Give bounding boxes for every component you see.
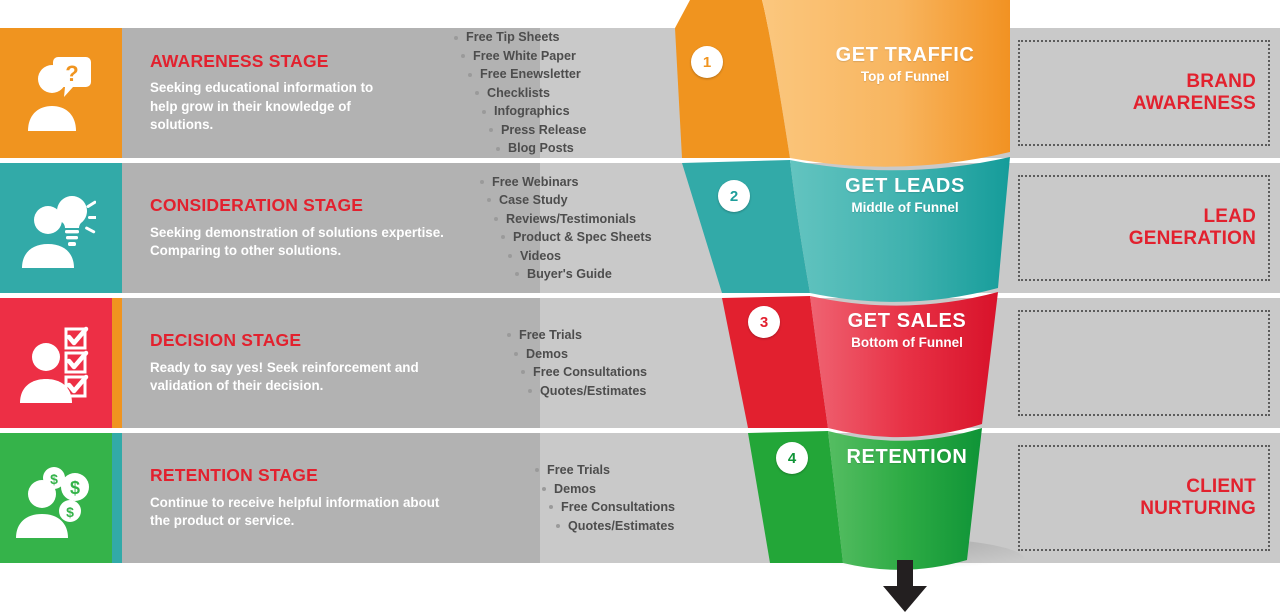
- down-arrow-icon: [883, 560, 927, 612]
- bullet-item: Reviews/Testimonials: [492, 210, 708, 229]
- dotted-border: [1018, 40, 1270, 146]
- awareness-edge-strip: [112, 28, 122, 158]
- stage-description: Seeking educational information to help …: [150, 80, 374, 132]
- dotted-border: [1018, 175, 1270, 281]
- decision-edge-strip: [112, 298, 122, 428]
- bullet-item: Quotes/Estimates: [554, 517, 763, 536]
- funnel-caption-sales: GET SALES Bottom of Funnel: [787, 310, 1027, 350]
- bullet-item: Product & Spec Sheets: [499, 228, 708, 247]
- funnel-title: RETENTION: [846, 446, 968, 468]
- retention-text-cell: RETENTION STAGE Continue to receive help…: [122, 433, 542, 563]
- bullet-item: Free Trials: [505, 326, 735, 345]
- bullet-item: Free Tip Sheets: [452, 28, 682, 47]
- dotted-border: [1018, 445, 1270, 551]
- funnel-step-badge-1: 1: [691, 46, 723, 78]
- bullet-item: Checklists: [473, 84, 682, 103]
- person-lightbulb-icon: [22, 196, 96, 268]
- retention-icon-cell: $ $ $: [0, 433, 112, 563]
- outcome-empty: [1000, 298, 1280, 428]
- bullet-item: Blog Posts: [494, 139, 682, 158]
- funnel-caption-traffic: GET TRAFFIC Top of Funnel: [785, 44, 1025, 84]
- funnel-subtitle: Bottom of Funnel: [851, 335, 963, 350]
- decision-icon-cell: [0, 298, 112, 428]
- stage-title: AWARENESS STAGE: [150, 51, 329, 72]
- consideration-icon-cell: [0, 163, 112, 293]
- svg-text:$: $: [66, 504, 74, 520]
- dotted-border: [1018, 310, 1270, 416]
- stage-row-decision: DECISION STAGE Ready to say yes! Seek re…: [0, 298, 1280, 428]
- funnel-subtitle: Middle of Funnel: [851, 200, 959, 215]
- funnel-title: GET SALES: [847, 310, 967, 332]
- bullet-item: Free White Paper: [459, 47, 682, 66]
- decision-text-cell: DECISION STAGE Ready to say yes! Seek re…: [122, 298, 522, 428]
- bullet-item: Free Trials: [533, 461, 763, 480]
- funnel-title: GET TRAFFIC: [835, 44, 975, 66]
- funnel-step-badge-3: 3: [748, 306, 780, 338]
- stage-title: RETENTION STAGE: [150, 465, 318, 486]
- consideration-text-cell: CONSIDERATION STAGE Seeking demonstratio…: [122, 163, 522, 293]
- stage-description: Continue to receive helpful information …: [150, 494, 440, 528]
- consideration-edge-strip: [112, 163, 122, 293]
- funnel-step-badge-2: 2: [718, 180, 750, 212]
- retention-edge-strip: [112, 433, 122, 563]
- awareness-text-cell: AWARENESS STAGE Seeking educational info…: [122, 28, 502, 158]
- bullet-item: Case Study: [485, 191, 708, 210]
- svg-text:$: $: [70, 478, 80, 498]
- bullet-item: Quotes/Estimates: [526, 382, 735, 401]
- bullet-item: Free Webinars: [478, 173, 708, 192]
- svg-text:?: ?: [65, 61, 78, 86]
- funnel-caption-leads: GET LEADS Middle of Funnel: [785, 175, 1025, 215]
- funnel-caption-retention: RETENTION: [787, 446, 1027, 471]
- person-money-icon: $ $ $: [16, 467, 89, 538]
- bullet-item: Free Consultations: [547, 498, 763, 517]
- bullet-item: Press Release: [487, 121, 682, 140]
- bullet-item: Demos: [512, 345, 735, 364]
- stage-title: CONSIDERATION STAGE: [150, 195, 364, 216]
- person-question-icon: ?: [28, 57, 91, 131]
- stage-description: Seeking demonstration of solutions exper…: [150, 224, 444, 258]
- funnel-title: GET LEADS: [845, 175, 965, 197]
- bullet-item: Free Enewsletter: [466, 65, 682, 84]
- funnel-subtitle: Top of Funnel: [860, 69, 950, 84]
- bullet-item: Buyer's Guide: [513, 265, 708, 284]
- bullet-item: Infographics: [480, 102, 682, 121]
- bullet-item: Free Consultations: [519, 363, 735, 382]
- stage-title: DECISION STAGE: [150, 330, 302, 351]
- awareness-icon-cell: ?: [0, 28, 112, 158]
- stage-description: Ready to say yes! Seek reinforcement and…: [150, 359, 419, 393]
- bullet-item: Videos: [506, 247, 708, 266]
- funnel-step-badge-4: 4: [776, 442, 808, 474]
- svg-text:$: $: [50, 471, 58, 487]
- person-checklist-icon: [20, 326, 89, 403]
- bullet-item: Demos: [540, 480, 763, 499]
